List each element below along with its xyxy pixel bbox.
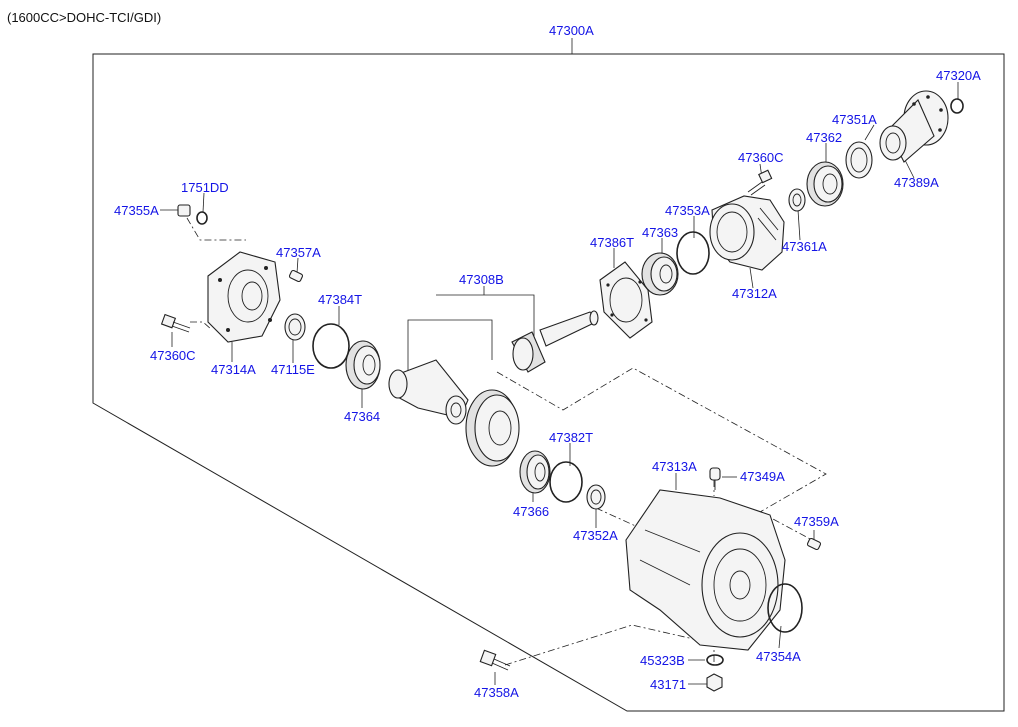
bearing-47364 bbox=[345, 340, 381, 390]
dowel-pin-47357A bbox=[288, 269, 304, 283]
part-label-47358A[interactable]: 47358A bbox=[474, 685, 519, 700]
part-label-47300A[interactable]: 47300A bbox=[549, 23, 594, 38]
cover-47314A bbox=[207, 251, 281, 343]
part-label-47366[interactable]: 47366 bbox=[513, 504, 549, 519]
o-ring-47353A bbox=[676, 231, 710, 275]
snap-ring-47320A bbox=[950, 98, 964, 114]
part-label-47351A[interactable]: 47351A bbox=[832, 112, 877, 127]
bolt-47358A bbox=[479, 649, 511, 671]
part-label-47361A[interactable]: 47361A bbox=[782, 239, 827, 254]
part-label-47360C[interactable]: 47360C bbox=[150, 348, 196, 363]
part-label-47389A[interactable]: 47389A bbox=[894, 175, 939, 190]
companion-flange-47389A bbox=[879, 90, 949, 163]
housing-47312A bbox=[709, 195, 785, 271]
part-label-1751DD[interactable]: 1751DD bbox=[181, 180, 229, 195]
part-label-47363[interactable]: 47363 bbox=[642, 225, 678, 240]
oil-seal-47351A bbox=[845, 141, 873, 179]
part-labels: 47320A 47351A 47362 47360C 47389A 47353A… bbox=[114, 68, 981, 700]
washer-1751DD bbox=[196, 211, 208, 225]
ring-gear bbox=[465, 389, 520, 467]
housing-47313A bbox=[625, 489, 786, 651]
part-label-43171[interactable]: 43171 bbox=[650, 677, 686, 692]
part-label-47382T[interactable]: 47382T bbox=[549, 430, 593, 445]
part-label-47115E[interactable]: 47115E bbox=[271, 362, 315, 377]
gasket-47386T bbox=[599, 261, 653, 339]
washer-45323B bbox=[706, 654, 724, 666]
differential-shaft bbox=[388, 359, 469, 425]
part-label-47320A[interactable]: 47320A bbox=[936, 68, 981, 83]
o-ring-47384T bbox=[312, 323, 350, 369]
part-label-47352A[interactable]: 47352A bbox=[573, 528, 618, 543]
o-ring-47382T bbox=[549, 461, 583, 503]
part-label-47355A[interactable]: 47355A bbox=[114, 203, 159, 218]
pinion-gear-shaft bbox=[511, 310, 599, 373]
breather-47349A bbox=[709, 467, 721, 490]
oil-seal-47115E bbox=[284, 313, 306, 341]
bearing-47362 bbox=[806, 161, 844, 207]
assembly-frame bbox=[92, 53, 1005, 712]
part-label-47349A[interactable]: 47349A bbox=[740, 469, 785, 484]
part-label-47357A[interactable]: 47357A bbox=[276, 245, 321, 260]
parts-drawing bbox=[160, 90, 964, 692]
bearing-47366 bbox=[519, 450, 551, 494]
engine-spec-header: (1600CC>DOHC-TCI/GDI) bbox=[7, 10, 161, 25]
part-label-47314A[interactable]: 47314A bbox=[211, 362, 256, 377]
part-label-47354A[interactable]: 47354A bbox=[756, 649, 801, 664]
part-label-47386T[interactable]: 47386T bbox=[590, 235, 634, 250]
part-label-47353A[interactable]: 47353A bbox=[665, 203, 710, 218]
oil-seal-47352A bbox=[586, 484, 606, 510]
part-label-45323B[interactable]: 45323B bbox=[640, 653, 685, 668]
part-label-47359A[interactable]: 47359A bbox=[794, 514, 839, 529]
plug-43171 bbox=[706, 673, 723, 692]
spacer-47361A bbox=[788, 188, 806, 212]
bolt-47360C-left bbox=[160, 313, 191, 333]
bearing-47363 bbox=[641, 252, 679, 296]
plug-47355A bbox=[177, 204, 191, 217]
o-ring-47354A bbox=[767, 583, 803, 633]
part-label-47360C[interactable]: 47360C bbox=[738, 150, 784, 165]
part-label-47384T[interactable]: 47384T bbox=[318, 292, 362, 307]
part-label-47313A[interactable]: 47313A bbox=[652, 459, 697, 474]
part-label-47364[interactable]: 47364 bbox=[344, 409, 380, 424]
part-label-47362[interactable]: 47362 bbox=[806, 130, 842, 145]
dowel-pin-47359A bbox=[806, 537, 822, 551]
part-label-47312A[interactable]: 47312A bbox=[732, 286, 777, 301]
part-label-47308B[interactable]: 47308B bbox=[459, 272, 504, 287]
bolt-47360C-top bbox=[747, 169, 773, 196]
